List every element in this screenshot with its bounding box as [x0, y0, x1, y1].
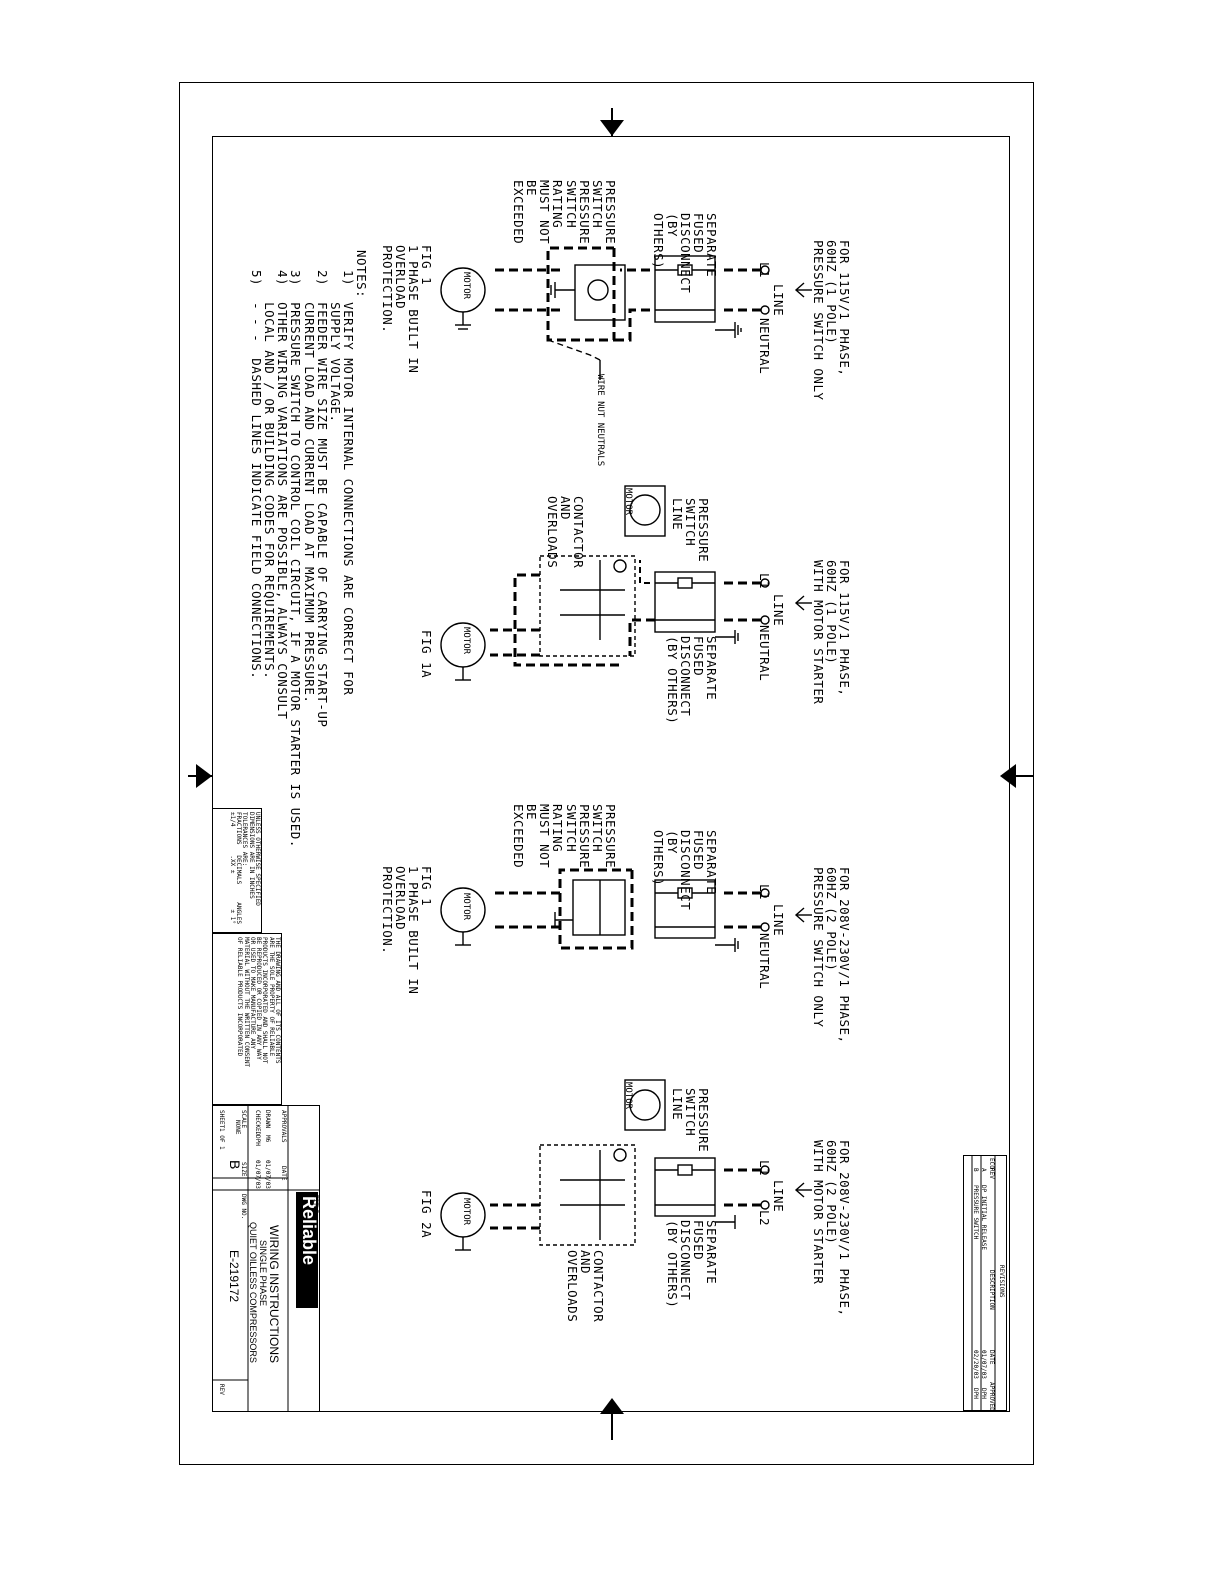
revisions-row-2-date: 02/20/03	[972, 1350, 979, 1379]
fig2a-line-label: LINE	[771, 1180, 786, 1213]
drawing-outer-border	[179, 82, 1034, 1465]
fig1a-disconnect-label: SEPARATE FUSED DISCONNECT (BY OTHERS)	[664, 636, 719, 725]
approvals-label: APPROVALS	[280, 1110, 287, 1143]
dwg-no-label: DWG NO.	[240, 1194, 247, 1220]
notes-heading: NOTES:	[354, 250, 369, 299]
fig2-heading: FOR 208V-230V/1 PHASE, 60HZ (2 POLE) PRE…	[810, 867, 852, 1044]
fig2a-contactor-label: CONTACTOR AND OVERLOADS	[564, 1250, 606, 1323]
revisions-row-1-approved: DPH	[980, 1388, 987, 1399]
fig1a-schematic	[440, 485, 812, 681]
fig1-motor-label: MOTOR	[461, 272, 471, 300]
revisions-col-description: DESCRIPTION	[988, 1270, 995, 1310]
sheet-value: 1 OF 1	[218, 1128, 225, 1150]
tolerance-text: UNLESS OTHERWISE SPECIFIED DIMENSIONS AR…	[228, 812, 261, 924]
revisions-col-rev: REV	[988, 1168, 995, 1179]
title-label: TITLE	[312, 1195, 319, 1214]
drawn-by: M6	[264, 1135, 271, 1143]
fig1-switch-note: PRESSURE SWITCH PRESSURE SWITCH RATING M…	[511, 180, 618, 245]
rev-label: REV	[218, 1384, 225, 1395]
tolerance-box	[212, 808, 262, 933]
revisions-row-1-rev: A	[980, 1168, 987, 1172]
drawing-number: E-219172	[227, 1250, 241, 1303]
fig1-line-label: LINE	[771, 284, 786, 317]
fig2a-caption: FIG 2A	[419, 1190, 434, 1239]
center-tick-left	[188, 775, 212, 777]
checked-by: DPH	[254, 1135, 261, 1146]
center-tick-bottom	[611, 1412, 613, 1440]
fig1a-l1-label: L1	[757, 573, 772, 590]
revisions-col-date: DATE	[988, 1350, 995, 1365]
drawing-product: QUIET OILLESS COMPRESSORS	[248, 1222, 258, 1363]
revisions-header: REVISIONS	[998, 1265, 1005, 1298]
size-label: SIZE	[240, 1162, 247, 1177]
proprietary-box	[212, 933, 282, 1105]
fig1-caption: FIG 1 1 PHASE BUILT IN OVERLOAD PROTECTI…	[379, 245, 434, 374]
fig1-heading: FOR 115V/1 PHASE, 60HZ (1 POLE) PRESSURE…	[810, 240, 852, 401]
fig2a-l2-label: L2	[757, 1210, 772, 1227]
fig2-neutral-label: NEUTRAL	[757, 933, 772, 990]
fig2-motor-label: MOTOR	[461, 893, 471, 921]
center-tick-right	[1010, 775, 1034, 777]
fig2-l1-label: L1	[757, 884, 772, 901]
fig1-wire-nut-label: WIRE NUT NEUTRALS	[595, 374, 605, 467]
title-block	[212, 1105, 320, 1412]
fig1-disconnect-label: SEPARATE FUSED DISCONNECT (BY OTHERS)	[651, 213, 720, 294]
fig2a-schematic	[440, 1079, 812, 1251]
revisions-row-2-approved: DPH	[972, 1388, 979, 1399]
sheet-label: SHEET	[218, 1110, 225, 1129]
fig1a-pressure-switch-label: PRESSURE SWITCH LINE	[669, 498, 711, 563]
fig1a-caption: FIG 1A	[419, 630, 434, 679]
fig2-switch-note: PRESSURE SWITCH PRESSURE SWITCH RATING M…	[511, 804, 618, 869]
fig2a-motor-label: MOTOR	[461, 1198, 471, 1226]
checked-label: CHECKED	[254, 1110, 261, 1136]
fig1-l1-label: L1	[757, 262, 772, 279]
drawing-title: WIRING INSTRUCTIONS	[267, 1225, 281, 1363]
brand-logo	[296, 1192, 318, 1308]
revisions-row-2-rev: B	[972, 1168, 979, 1172]
checked-date: 01/07/03	[254, 1160, 261, 1189]
fig1a-heading: FOR 115V/1 PHASE, 60HZ (1 POLE) WITH MOT…	[810, 560, 852, 705]
fig2a-pressure-motor-label: MOTOR	[623, 1082, 633, 1110]
fig2-caption: FIG 1 1 PHASE BUILT IN OVERLOAD PROTECTI…	[379, 866, 434, 995]
fig1a-line-label: LINE	[771, 594, 786, 627]
revisions-col-approved: APPROVED	[988, 1382, 995, 1411]
fig2-line-label: LINE	[771, 904, 786, 937]
revisions-row-2-desc: PRESSURE SWITCH	[972, 1185, 979, 1240]
fig2a-heading: FOR 208V-230V/1 PHASE, 60HZ (2 POLE) WIT…	[810, 1140, 852, 1317]
notes-list: 1) VERIFY MOTOR INTERNAL CONNECTIONS ARE…	[249, 270, 356, 848]
revisions-row-1-date: 01/07/03	[980, 1350, 987, 1379]
fig2a-disconnect-label: SEPARATE FUSED DISCONNECT (BY OTHERS)	[664, 1220, 719, 1309]
fig1a-neutral-label: NEUTRAL	[757, 625, 772, 682]
fig1a-contactor-label: CONTACTOR AND OVERLOADS	[544, 496, 586, 569]
revisions-row-1-desc: DP INITIAL RELEASE	[980, 1185, 987, 1251]
drawing-subtitle: SINGLE PHASE	[258, 1240, 268, 1307]
drawn-label: DRAWN	[264, 1110, 271, 1129]
fig2-disconnect-label: SEPARATE FUSED DISCONNECT (BY OTHERS)	[651, 830, 720, 911]
center-mark-bottom-icon	[600, 1398, 624, 1414]
revisions-table	[963, 1155, 1007, 1411]
fig2-schematic	[440, 868, 812, 952]
scale-value: NONE	[234, 1120, 241, 1135]
fig2a-pressure-switch-label: PRESSURE SWITCH LINE	[669, 1088, 711, 1153]
center-tick-top	[611, 108, 613, 136]
drawn-date: 01/07/03	[264, 1160, 271, 1189]
center-mark-right-icon	[1000, 764, 1016, 788]
fig1-schematic	[440, 246, 812, 380]
fig2a-l1-label: L1	[757, 1160, 772, 1177]
fig1a-pressure-motor-label: MOTOR	[623, 488, 633, 516]
fig1-neutral-label: NEUTRAL	[757, 318, 772, 375]
titleblock-grid	[212, 1105, 996, 1412]
fig1a-motor-label: MOTOR	[461, 627, 471, 655]
date-label: DATE	[280, 1166, 287, 1181]
proprietary-text: THE DRAWING AND ALL OF ITS CONTENTS ARE …	[236, 937, 281, 1068]
